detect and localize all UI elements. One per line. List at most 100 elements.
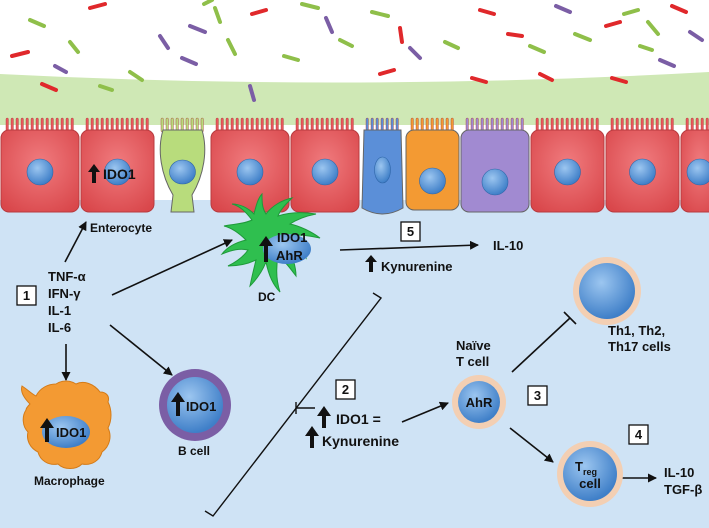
- cell-nucleus: [554, 158, 581, 186]
- microbe: [188, 24, 207, 34]
- microbe: [610, 76, 628, 84]
- cytokine-ifn: IFN-γ: [48, 286, 81, 301]
- microbe: [180, 56, 198, 66]
- microbe: [573, 32, 592, 42]
- epithelial-cell: [80, 117, 155, 213]
- arrow-to-treg: [509, 427, 554, 463]
- microbe: [248, 84, 256, 102]
- dc-nucleus: [263, 234, 311, 264]
- microbe: [408, 46, 422, 60]
- microbe: [646, 20, 660, 36]
- step-2-box: [335, 379, 356, 400]
- th-label-2: Th17 cells: [608, 339, 671, 354]
- macrophage: IDO1: [21, 380, 112, 469]
- ido1-equals-text: IDO1 =: [336, 411, 381, 427]
- epithelial-cell: [680, 117, 709, 213]
- microbe: [658, 58, 676, 68]
- epithelial-cell: [530, 117, 605, 213]
- microbe: [638, 44, 654, 52]
- epithelial-cell: [605, 117, 680, 213]
- microbe: [98, 84, 114, 92]
- up-arrow-icon: [259, 236, 273, 262]
- arrow-to-tcell: [401, 401, 449, 423]
- enterocyte-ido1-text: IDO1: [103, 166, 136, 182]
- microbe: [604, 20, 622, 28]
- microbe: [443, 40, 460, 50]
- epithelial-cell: [210, 117, 290, 213]
- up-arrow-icon: [171, 392, 185, 416]
- dc-ido1-text: IDO1: [277, 230, 307, 245]
- microbe: [202, 0, 214, 6]
- cytokine-tnf: TNF-α: [48, 269, 86, 284]
- b-cell-label: B cell: [178, 444, 210, 458]
- microbe: [378, 68, 396, 76]
- treg-tgfb-label: TGF-β: [664, 482, 702, 497]
- dendritic-cell: IDO1 AhR: [220, 192, 321, 293]
- step-4-label: 4: [635, 427, 643, 442]
- epithelial-cell: [290, 117, 360, 213]
- macrophage-label: Macrophage: [34, 474, 105, 488]
- treg-cell: Treg cell: [557, 441, 623, 507]
- dc-kynurenine-label: Kynurenine: [381, 259, 453, 274]
- cell-nucleus: [26, 158, 54, 186]
- step-1-label: 1: [23, 288, 30, 303]
- microbe: [68, 40, 80, 54]
- microbe: [338, 38, 354, 48]
- cell-nucleus: [374, 156, 391, 184]
- microbe: [470, 76, 488, 84]
- cell-nucleus: [311, 158, 339, 186]
- step-2-label: 2: [342, 382, 349, 397]
- epithelial-cell: [159, 117, 206, 213]
- cell-nucleus: [481, 168, 509, 196]
- epithelial-cell: [361, 117, 404, 215]
- macrophage-nucleus: [42, 416, 90, 448]
- microbe: [40, 82, 58, 92]
- microbe: [554, 4, 572, 14]
- naive-t-cell-label-2: T cell: [456, 354, 489, 369]
- microbe: [688, 30, 704, 42]
- treg-il10-label: IL-10: [664, 465, 694, 480]
- enterocyte-ido1-label: IDO1: [88, 164, 136, 183]
- step-1-box: [16, 285, 37, 306]
- b-cell: IDO1: [159, 369, 231, 441]
- dc-ahr-text: AhR: [276, 248, 303, 263]
- epithelial-cell: [405, 117, 460, 211]
- th-cell: [573, 257, 641, 325]
- step-3-label: 3: [534, 388, 541, 403]
- microbe: [158, 34, 170, 50]
- microbe: [324, 16, 334, 34]
- arrow-to-il10: [339, 240, 479, 251]
- up-arrow-icon: [317, 406, 331, 428]
- epithelial-cell: [460, 117, 530, 213]
- treg-sub: reg: [583, 467, 597, 477]
- dc-label: DC: [258, 290, 276, 304]
- up-arrow-icon: [88, 164, 100, 183]
- step-5-box: [400, 221, 421, 242]
- epithelial-cell: [0, 117, 80, 213]
- microbe: [506, 32, 524, 38]
- microbe: [53, 64, 68, 74]
- cell-nucleus: [169, 159, 196, 185]
- step-5-label: 5: [407, 224, 414, 239]
- arrow-to-dc: [111, 239, 233, 296]
- cell-nucleus: [629, 158, 656, 186]
- dc-il10-label: IL-10: [493, 238, 523, 253]
- b-cell-nucleus: [167, 377, 223, 433]
- microbe: [250, 8, 268, 16]
- step-3-box: [527, 385, 548, 406]
- naive-t-cell: AhR: [452, 375, 506, 429]
- microbe: [28, 18, 46, 28]
- lumen: [0, 0, 709, 80]
- microbe: [622, 8, 640, 16]
- t-cell-ahr-text: AhR: [466, 395, 493, 410]
- b-cell-ido1-text: IDO1: [186, 399, 216, 414]
- microbe: [370, 10, 390, 18]
- cell-nucleus: [419, 167, 446, 195]
- cytokine-il6: IL-6: [48, 320, 71, 335]
- up-arrow-icon: [40, 418, 54, 442]
- cell-nucleus: [104, 158, 131, 186]
- th-label-1: Th1, Th2,: [608, 323, 665, 338]
- center-kynurenine-text: Kynurenine: [322, 433, 399, 449]
